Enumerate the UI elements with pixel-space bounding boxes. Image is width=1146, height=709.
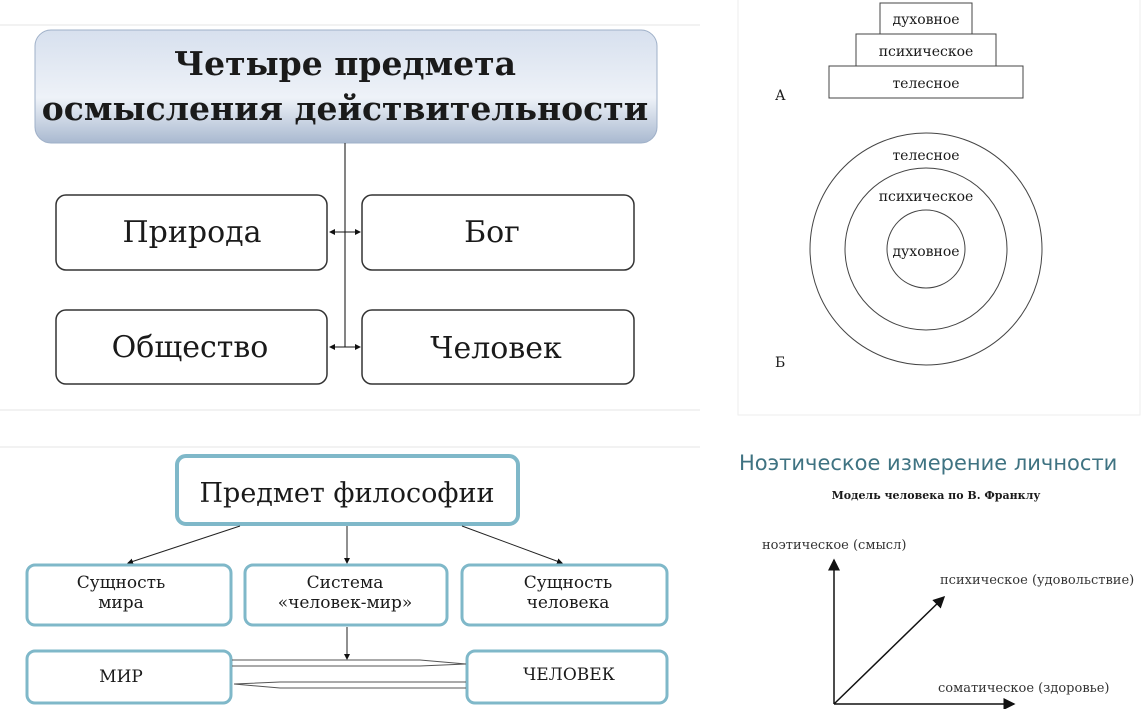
heading: Ноэтическое измерение личности	[739, 451, 1117, 475]
diagonal-axis-arrow	[833, 595, 946, 705]
hollow-arrow-left	[233, 681, 466, 689]
arrow	[127, 525, 241, 565]
box-text: «человек-мир»	[278, 593, 413, 613]
title-line2: осмысления действительности	[42, 89, 648, 128]
title-line1: Четыре предмета	[174, 44, 516, 83]
label-a: А	[775, 88, 786, 104]
item-god: Бог	[464, 215, 520, 250]
box-text: Система	[307, 573, 384, 593]
box-human	[465, 649, 669, 705]
label-b: Б	[775, 355, 785, 371]
box-god	[361, 194, 635, 271]
outer-circle	[809, 132, 1043, 366]
stack-box	[855, 33, 997, 67]
arrow	[461, 525, 563, 565]
item-nature: Природа	[123, 215, 262, 250]
panel-four-subjects: Четыре предмета осмысления действительно…	[0, 24, 700, 411]
box-world-essence	[25, 563, 233, 627]
box-text: ЧЕЛОВЕК	[523, 665, 615, 685]
stack-box	[828, 65, 1024, 99]
circle-label: психическое	[879, 189, 974, 205]
panel-philosophy: Предмет философии Сущность мира Система …	[0, 446, 700, 705]
title: Предмет философии	[200, 478, 495, 509]
subtitle: Модель человека по В. Франклу	[832, 489, 1041, 502]
axis-label-horizontal: соматическое (здоровье)	[938, 681, 1109, 696]
box-system	[243, 563, 449, 627]
box-text: Сущность	[524, 573, 613, 593]
middle-circle	[844, 167, 1008, 331]
box-society	[55, 309, 328, 385]
axis-label-diagonal: психическое (удовольствие)	[940, 573, 1134, 588]
stack-box	[879, 2, 973, 35]
panel-levels: духовное психическое телесное А телесное…	[737, 0, 1141, 416]
box-human-essence	[460, 563, 669, 627]
axis-label-vertical: ноэтическое (смысл)	[762, 538, 906, 553]
box-text: мира	[98, 593, 144, 613]
stack-label: телесное	[892, 76, 959, 92]
item-human: Человек	[430, 331, 562, 366]
box-human	[361, 309, 635, 385]
title-box	[34, 29, 658, 144]
item-society: Общество	[112, 330, 269, 365]
box-world	[25, 649, 233, 705]
hollow-arrow-right	[232, 659, 467, 667]
box-text: Сущность	[77, 573, 166, 593]
panel-frankl: Ноэтическое измерение личности Модель че…	[739, 451, 1134, 709]
circle-label: телесное	[892, 148, 959, 164]
stack-label: духовное	[892, 12, 959, 28]
box-text: МИР	[99, 667, 143, 687]
circle-label: духовное	[892, 244, 959, 260]
panel-frame	[737, 0, 1141, 416]
inner-circle	[886, 209, 966, 289]
box-text: человека	[527, 593, 610, 613]
box-nature	[55, 194, 328, 271]
title-box	[175, 454, 520, 526]
stack-label: психическое	[879, 44, 974, 60]
